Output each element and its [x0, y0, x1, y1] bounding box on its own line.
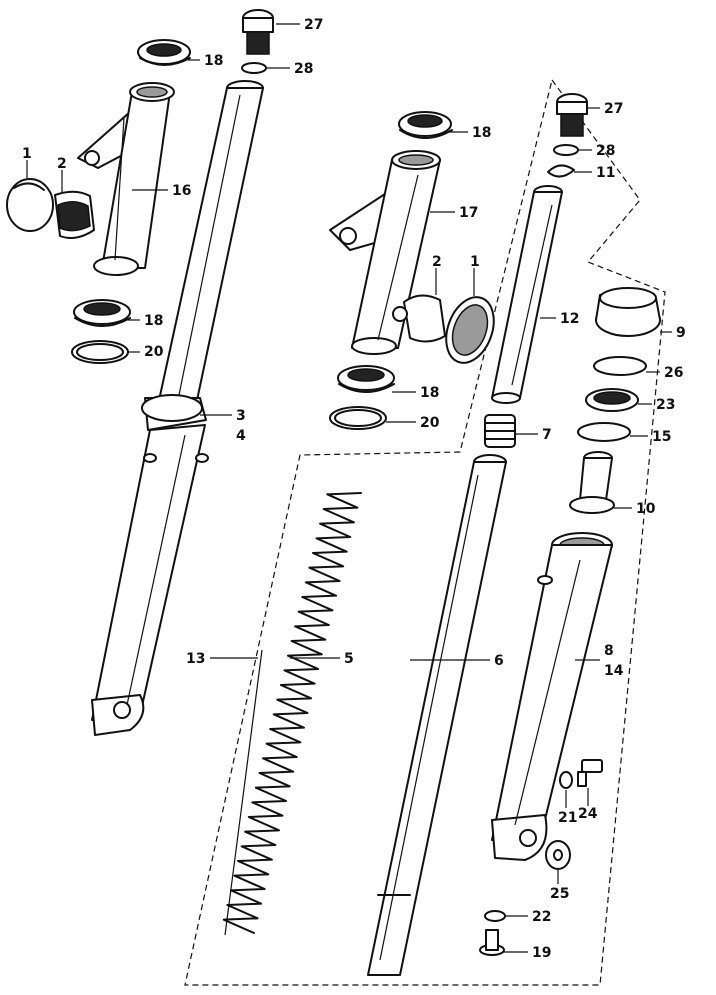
- callout-18-lower-mid: 18: [420, 385, 439, 401]
- callout-15: 15: [652, 429, 671, 445]
- callout-1-mid: 1: [470, 254, 480, 270]
- bolt-24: [577, 759, 603, 787]
- fork-spring-5: [222, 492, 362, 936]
- callout-1-left: 1: [22, 146, 32, 162]
- washer-21: [559, 771, 573, 789]
- callout-18-top-mid: 18: [472, 125, 491, 141]
- fork-pipe-6: [367, 454, 507, 976]
- callout-27-right: 27: [604, 101, 623, 117]
- assembly-boundary: [184, 79, 666, 986]
- washer-25: [545, 840, 571, 870]
- fork-cover-cap-mid: [445, 296, 495, 364]
- packing-ring-20-mid: [329, 406, 387, 430]
- packing-ring-20-left: [71, 340, 129, 364]
- callout-17: 17: [459, 205, 478, 221]
- cushion-nut-mid: [392, 294, 446, 343]
- callout-27-left: 27: [304, 17, 323, 33]
- callout-13: 13: [186, 651, 205, 667]
- callout-20-mid: 20: [420, 415, 440, 431]
- callout-18-top-left: 18: [204, 53, 223, 69]
- fork-tube-12: [491, 185, 563, 404]
- callout-2-mid: 2: [432, 254, 442, 270]
- callout-20-left: 20: [144, 344, 164, 360]
- callout-10: 10: [636, 501, 656, 517]
- fork-cover-cap-left: [6, 178, 54, 232]
- callout-12: 12: [560, 311, 579, 327]
- callout-2-left: 2: [57, 156, 67, 172]
- fork-top-cover-bracket-left: [77, 82, 175, 276]
- fork-bolt-27-left: [242, 9, 274, 55]
- washer-22: [484, 910, 506, 922]
- fork-bottom-case-right: [491, 532, 613, 861]
- fork-top-cover-bracket-mid: [329, 150, 441, 355]
- callout-9: 9: [676, 325, 686, 341]
- callout-5: 5: [344, 651, 354, 667]
- callout-4: 4: [236, 428, 246, 444]
- oil-seal-9: [595, 287, 661, 337]
- ring-15: [577, 422, 631, 442]
- callout-14: 14: [604, 663, 624, 679]
- spring-7: [484, 414, 516, 448]
- front-fork-assembly-left: [91, 80, 264, 736]
- callout-19: 19: [532, 945, 551, 961]
- callout-25: 25: [550, 886, 569, 902]
- callout-3: 3: [236, 408, 246, 424]
- fork-bolt-27-right: [556, 93, 588, 137]
- rubber-mount-18-top-mid: [398, 111, 453, 139]
- cushion-nut-left: [54, 190, 95, 239]
- callout-16: 16: [172, 183, 191, 199]
- washer-28-right: [553, 144, 579, 156]
- callout-24: 24: [578, 806, 598, 822]
- callout-21: 21: [558, 810, 577, 826]
- washer-28-left: [241, 62, 267, 74]
- callout-7: 7: [542, 427, 552, 443]
- callout-23: 23: [656, 397, 675, 413]
- callout-8: 8: [604, 643, 614, 659]
- callout-18-lower-left: 18: [144, 313, 163, 329]
- callout-leaders: [26, 23, 672, 953]
- callout-6: 6: [494, 653, 504, 669]
- callout-26: 26: [664, 365, 683, 381]
- callout-11: 11: [596, 165, 615, 181]
- valve-10: [569, 451, 615, 514]
- rubber-mount-18-top-left: [137, 39, 191, 66]
- rubber-mount-18-lower-mid: [337, 365, 395, 393]
- callout-28-left: 28: [294, 61, 313, 77]
- callout-28-right: 28: [596, 143, 615, 159]
- rubber-mount-18-lower-left: [73, 299, 131, 327]
- callout-22: 22: [532, 909, 551, 925]
- oil-seal-23: [585, 388, 639, 412]
- bolt-19: [479, 929, 505, 956]
- callout-labels: 1 2 16 18 20 27 28 18 3 4 13 5 18 17 2 1…: [22, 17, 686, 961]
- circlip-11: [547, 164, 575, 178]
- ring-26: [593, 356, 647, 376]
